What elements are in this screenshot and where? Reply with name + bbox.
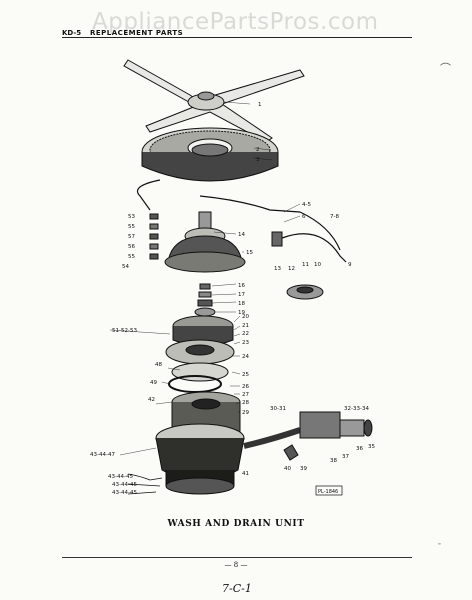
small-hardware xyxy=(149,213,159,260)
footer-divider xyxy=(62,557,412,558)
callout-44: 43-44-45 xyxy=(112,482,137,488)
callout-53: 53 xyxy=(128,214,135,220)
callout-22: 22 xyxy=(242,331,249,337)
callout-14: 14 xyxy=(238,232,245,238)
callout-24: 24 xyxy=(242,354,249,360)
callout-10: 10 xyxy=(314,262,321,268)
callout-41: 41 xyxy=(242,471,249,477)
callout-45: 43-44-45 xyxy=(112,490,137,496)
figure-caption: WASH AND DRAIN UNIT xyxy=(167,519,305,529)
callout-51-52-53: 51-52-53 xyxy=(112,328,137,334)
callout-57: 57 xyxy=(128,234,135,240)
callout-3: 3 xyxy=(256,157,260,163)
callout-54: 55 xyxy=(128,224,135,230)
callout-42: 42 xyxy=(148,397,155,403)
callout-48: 48 xyxy=(155,362,162,368)
corner-mark: ⌒ xyxy=(440,62,451,75)
callout-9: 9 xyxy=(348,262,352,268)
callout-37: 37 xyxy=(342,454,349,460)
callout-39: 39 xyxy=(300,466,307,472)
catalog-code: KD-5 xyxy=(62,29,82,37)
callout-19: 19 xyxy=(238,310,245,316)
callout-43-44-45: 43-44-45 xyxy=(108,474,133,480)
watermark: AppliancePartsPros.com xyxy=(92,9,379,35)
filter-screen xyxy=(141,127,279,182)
seal-stack xyxy=(194,283,216,317)
handwritten-note: 7-C-1 xyxy=(222,582,252,595)
figure-id: PL-1846 xyxy=(318,489,338,495)
callout-2: 2 xyxy=(256,147,260,153)
callout-36: 36 xyxy=(356,446,363,452)
callout-11: 11 xyxy=(302,262,309,268)
callout-23: 23 xyxy=(242,340,249,346)
callout-12: 12 xyxy=(288,266,295,272)
page-number: — 8 — xyxy=(224,561,248,569)
callout-27: 27 xyxy=(242,392,249,398)
callout-40: 40 xyxy=(284,466,291,472)
callout-21: 21 xyxy=(242,323,249,329)
impeller-housing xyxy=(165,315,235,382)
callout-35: 35 xyxy=(368,444,375,450)
callout-15: 15 xyxy=(246,250,253,256)
motor xyxy=(155,423,245,495)
callout-4-5: 4-5 xyxy=(302,202,311,208)
callout-54b: 54 xyxy=(122,264,129,270)
callout-49: 49 xyxy=(150,380,157,386)
corner-mark-bottom: ╴ xyxy=(438,540,444,550)
callout-43-44-47: 43-44-47 xyxy=(90,452,115,458)
header-divider xyxy=(62,37,412,38)
figure-id-box xyxy=(315,485,343,496)
callout-29: 29 xyxy=(242,410,249,416)
callout-17: 17 xyxy=(238,292,245,298)
callout-56: 56 xyxy=(128,244,135,250)
inlet-coupling xyxy=(271,231,347,300)
callout-13: 13 xyxy=(274,266,281,272)
callout-26: 26 xyxy=(242,384,249,390)
callout-6: 6 xyxy=(302,214,306,220)
callout-25: 25 xyxy=(242,372,249,378)
callout-18: 18 xyxy=(238,301,245,307)
spray-arm xyxy=(123,59,305,143)
callout-7-8: 7-8 xyxy=(330,214,339,220)
callout-28: 28 xyxy=(242,400,249,406)
callout-55: 55 xyxy=(128,254,135,260)
callout-1: 1 xyxy=(258,102,262,108)
callout-30-31: 30-31 xyxy=(270,406,286,412)
callout-32-33-34: 32-33-34 xyxy=(344,406,369,412)
callout-16: 16 xyxy=(238,283,245,289)
page-title: REPLACEMENT PARTS xyxy=(90,29,184,37)
pump-cover xyxy=(164,211,246,273)
callout-20: 20 xyxy=(242,314,249,320)
drain-valve xyxy=(243,411,373,461)
callout-38: 38 xyxy=(330,458,337,464)
